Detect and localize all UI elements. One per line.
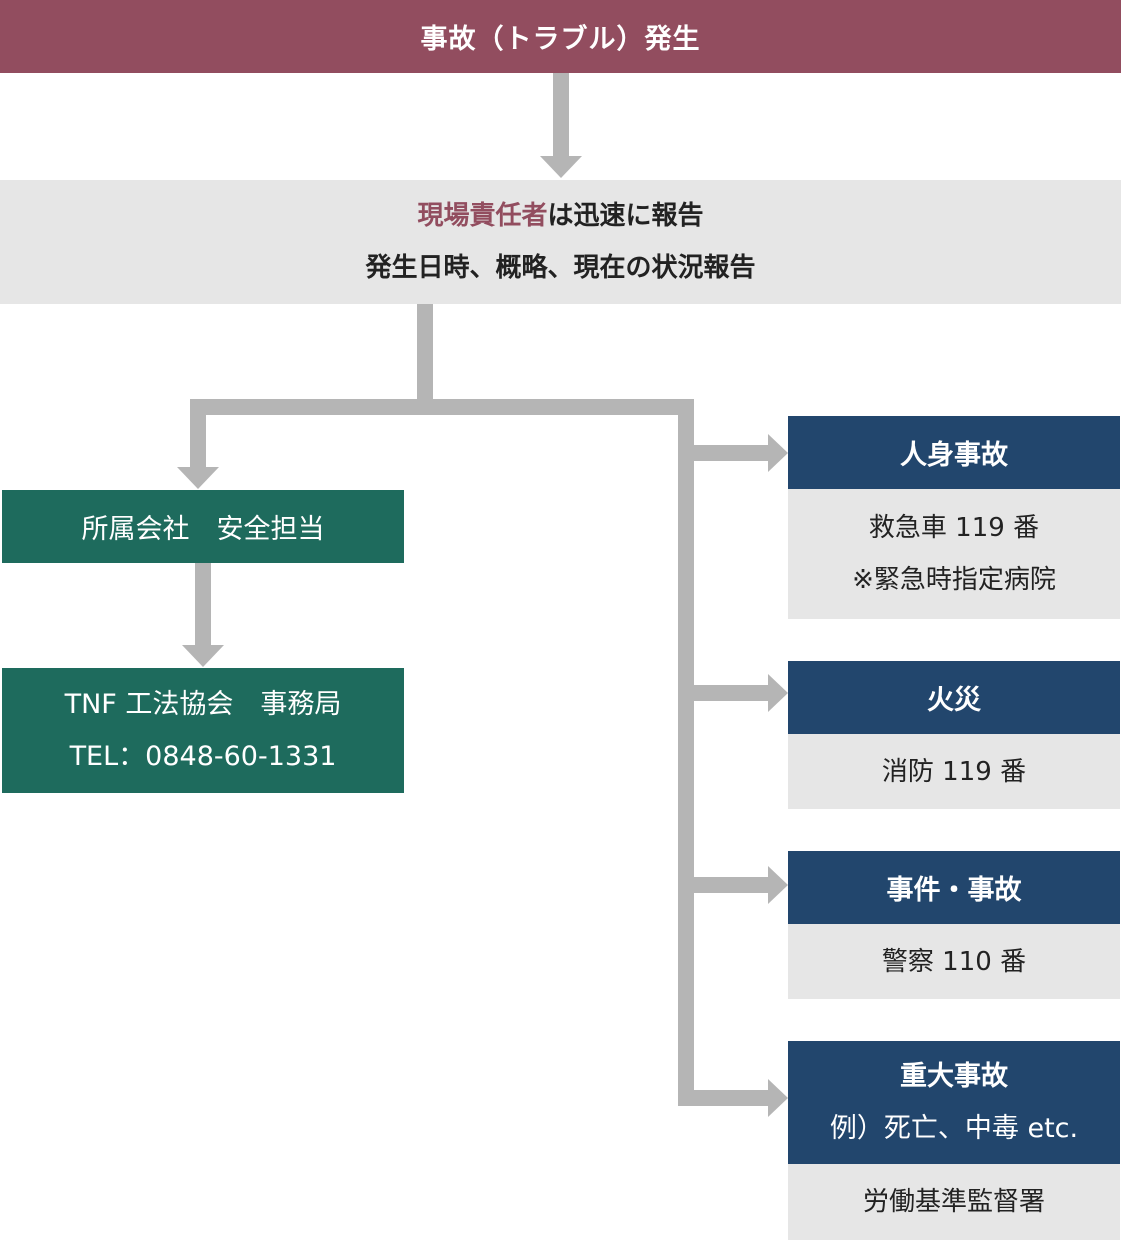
arrow-head-fire: [768, 674, 788, 712]
serious-accident-example: 例）死亡、中毒 etc.: [829, 1112, 1079, 1144]
injury-detail-hospital: ※緊急時指定病院: [852, 565, 1056, 595]
arrow-head-office: [182, 645, 224, 667]
banner-title: 事故（トラブル）発生: [420, 24, 701, 55]
incident-header: 事件・事故: [788, 851, 1120, 924]
connector-right-vertical: [678, 399, 694, 1106]
incident-occurred-banner: 事故（トラブル）発生: [0, 0, 1121, 73]
report-line-1: 現場責任者は迅速に報告: [417, 190, 703, 242]
arrow-head-company: [177, 467, 219, 489]
association-office-name: TNF 工法協会 事務局: [64, 688, 342, 720]
report-line-1-rest: は迅速に報告: [547, 201, 704, 231]
serious-accident-title: 重大事故: [900, 1060, 1008, 1092]
fire-detail-box: 消防 119 番: [788, 734, 1120, 809]
fire-detail-number: 消防 119 番: [881, 756, 1027, 787]
site-manager-label: 現場責任者: [417, 201, 548, 231]
arrow-head-top: [540, 156, 582, 178]
company-safety-label: 所属会社 安全担当: [81, 514, 325, 545]
arrow-head-serious: [768, 1079, 788, 1117]
incident-detail-number: 警察 110 番: [881, 946, 1027, 977]
labor-standards-office: 労働基準監督署: [862, 1187, 1045, 1217]
serious-accident-detail-box: 労働基準監督署: [788, 1164, 1120, 1240]
arrow-shaft-serious: [678, 1090, 770, 1106]
company-safety-box: 所属会社 安全担当: [2, 490, 404, 563]
injury-detail-ambulance: 救急車 119 番: [868, 513, 1040, 543]
incident-title: 事件・事故: [886, 875, 1022, 906]
arrow-head-incident: [768, 866, 788, 904]
incident-detail-box: 警察 110 番: [788, 924, 1120, 999]
serious-accident-header: 重大事故 例）死亡、中毒 etc.: [788, 1041, 1120, 1164]
report-instruction-box: 現場責任者は迅速に報告 発生日時、概略、現在の状況報告: [0, 180, 1121, 304]
fire-title: 火災: [927, 685, 981, 716]
arrow-head-injury: [768, 434, 788, 472]
injury-detail-box: 救急車 119 番 ※緊急時指定病院: [788, 489, 1120, 619]
association-office-phone: TEL：0848-60-1331: [69, 740, 337, 772]
connector-report-down: [417, 304, 433, 402]
arrow-shaft-injury: [678, 445, 770, 461]
injury-title: 人身事故: [900, 440, 1008, 471]
injury-header: 人身事故: [788, 416, 1120, 489]
fire-header: 火災: [788, 661, 1120, 734]
association-office-box: TNF 工法協会 事務局 TEL：0848-60-1331: [2, 668, 404, 793]
arrow-shaft-fire: [678, 685, 770, 701]
arrow-shaft-office: [195, 563, 211, 647]
report-line-2: 発生日時、概略、現在の状況報告: [365, 253, 756, 283]
connector-branch-horizontal: [190, 399, 693, 415]
arrow-shaft-top: [553, 73, 569, 158]
arrow-shaft-company: [190, 399, 206, 469]
arrow-shaft-incident: [678, 877, 770, 893]
